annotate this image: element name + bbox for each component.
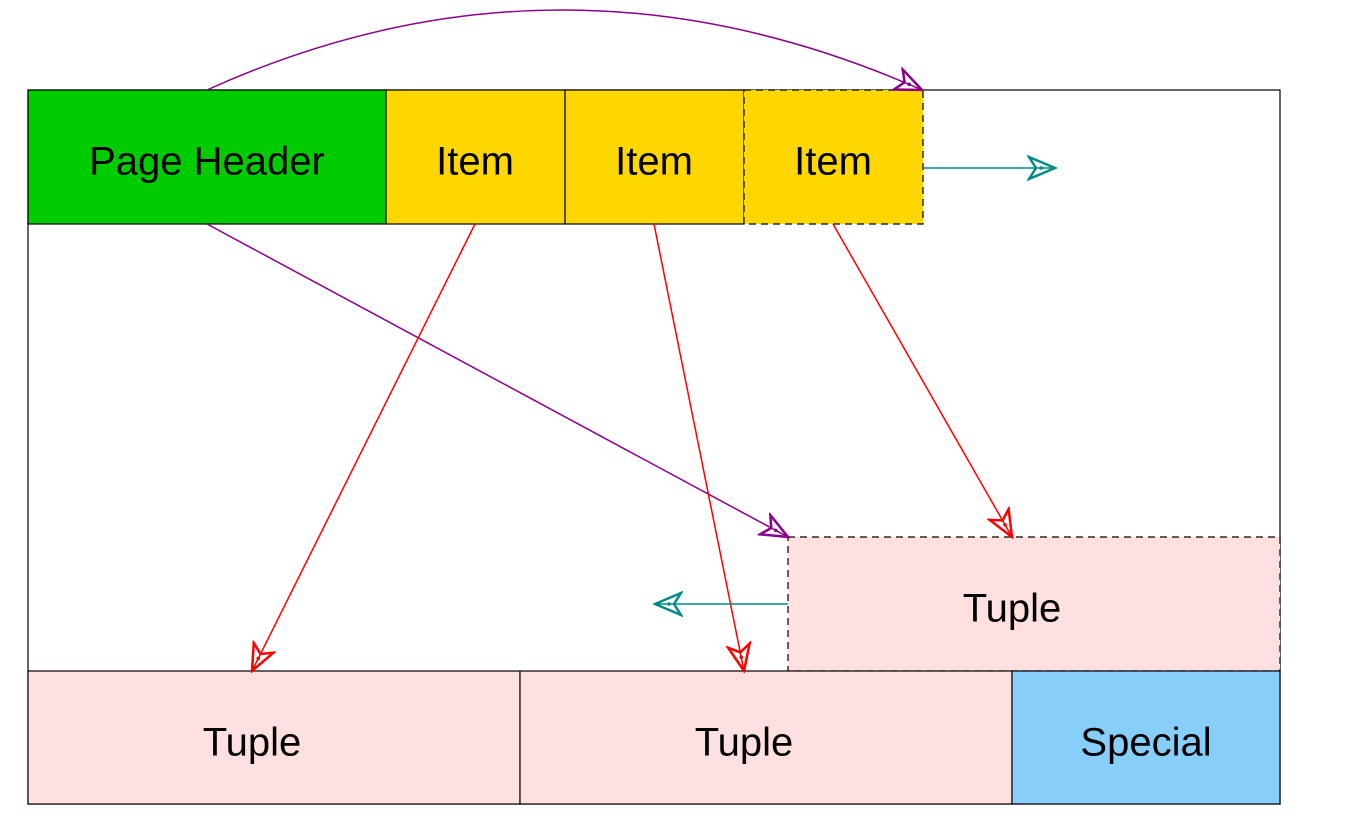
special-block: Special [1011, 670, 1281, 805]
item-block-3-new: Item [743, 89, 924, 225]
arrow-header-to-tuple-start [206, 223, 788, 537]
tuple-block-2: Tuple [519, 670, 1013, 805]
special-label: Special [1080, 721, 1211, 765]
tuple-block-1: Tuple [27, 670, 521, 805]
arrow-header-to-items-end [206, 9, 922, 90]
item-block-1: Item [385, 89, 566, 225]
tuple-label-new: Tuple [963, 587, 1062, 631]
page-header-label: Page Header [89, 140, 325, 184]
tuple-block-new: Tuple [787, 536, 1281, 672]
page-header-block: Page Header [27, 89, 387, 225]
arrow-item3-to-tuple-new [832, 223, 1012, 537]
item-label-2: Item [615, 140, 693, 184]
arrow-item2-to-tuple2 [653, 223, 744, 671]
item-label-1: Item [436, 140, 514, 184]
item-label-3: Item [794, 140, 872, 184]
tuple-label-1: Tuple [203, 721, 302, 765]
arrow-item1-to-tuple1 [252, 223, 476, 671]
item-block-2: Item [564, 89, 745, 225]
tuple-label-2: Tuple [695, 721, 794, 765]
